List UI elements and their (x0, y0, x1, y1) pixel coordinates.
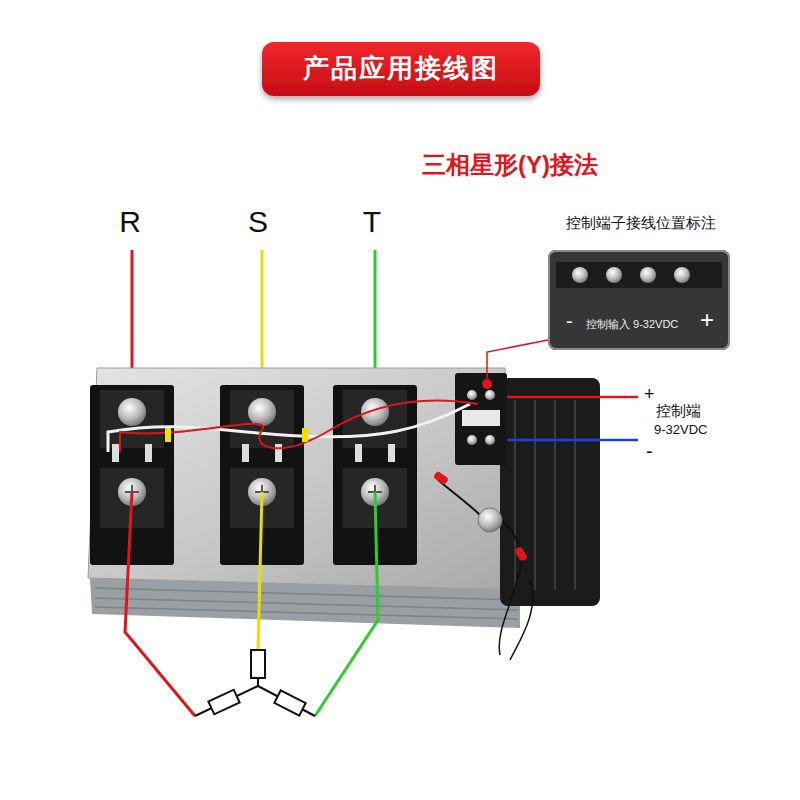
title-text: 产品应用接线图 (303, 54, 499, 84)
heatsink-plate (88, 368, 520, 590)
thermostat-switch (433, 471, 533, 660)
voltage-range: 9-32VDC (654, 423, 707, 438)
terminal-marking: 控制输入 9-32VDC (586, 318, 678, 331)
fin-lines (95, 588, 518, 619)
ssr-module (90, 385, 174, 565)
star-load (195, 650, 315, 716)
control-terminal-block (455, 373, 507, 465)
cable-tie (165, 428, 308, 442)
polarity-sign: - (566, 310, 573, 333)
polarity-sign: + (700, 306, 714, 334)
polarity-sign: + (644, 384, 655, 405)
signal-name: 控制端 (656, 402, 701, 419)
output-wire (125, 492, 195, 716)
phase-name: R (119, 205, 141, 240)
phase-name: S (248, 205, 268, 240)
leader-line (487, 340, 548, 379)
positive-wire (507, 396, 638, 399)
output-wire (315, 492, 378, 716)
output-wire (258, 492, 262, 650)
inset-frame: 控制端子接线位置标注-控制输入 9-32VDC+ (548, 250, 730, 350)
control-wire (120, 400, 478, 452)
subtitle: 三相星形(Y)接法 (422, 151, 598, 179)
polarity-sign: - (646, 440, 653, 463)
title-banner (262, 42, 540, 96)
fan-grille (515, 400, 575, 590)
inset-heading: 控制端子接线位置标注 (566, 214, 716, 231)
cooling-fan (500, 378, 600, 606)
negative-wire (507, 439, 638, 442)
phase-name: T (363, 205, 381, 240)
control-wire (108, 404, 470, 452)
inset-photo (548, 250, 730, 350)
